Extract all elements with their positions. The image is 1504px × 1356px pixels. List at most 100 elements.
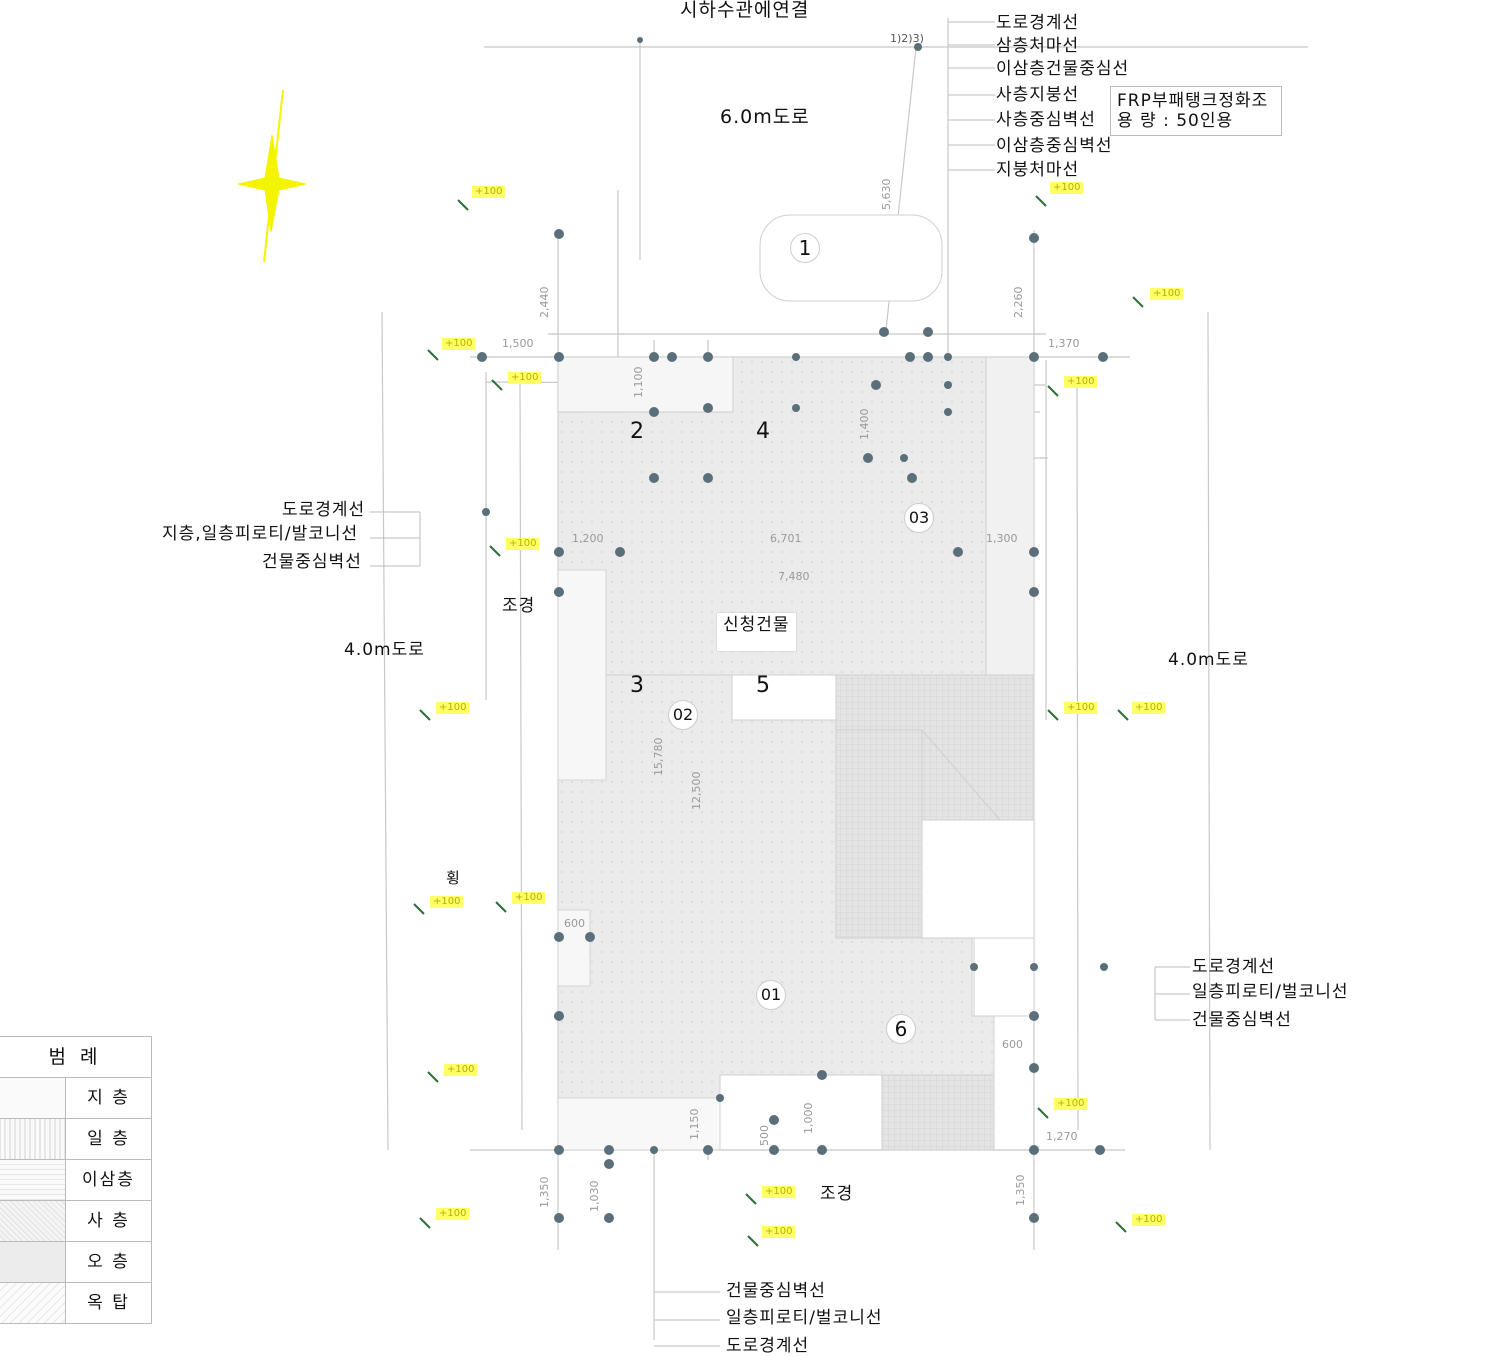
dimension-text: 500 <box>758 1125 771 1146</box>
legend-swatch <box>0 1283 66 1323</box>
dimension-text: 1,000 <box>802 1102 815 1135</box>
dimension-text: 2,440 <box>538 286 551 319</box>
dimension-text: 1,370 <box>1048 337 1080 350</box>
legend-swatch <box>0 1201 66 1241</box>
right-top-label: 이삼층건물중심선 <box>996 59 1130 79</box>
dimension-text: 1,350 <box>538 1176 551 1209</box>
road-6m-label: 6.0m도로 <box>720 106 810 128</box>
right-bottom-label: 건물중심벽선 <box>1192 1010 1292 1030</box>
dimension-text: 12,500 <box>690 771 703 811</box>
right-bottom-label: 도로경계선 <box>1192 957 1276 977</box>
right-top-label: 사층중심벽선 <box>996 110 1096 130</box>
legend-swatch <box>0 1242 66 1282</box>
bottom-label: 도로경계선 <box>726 1336 810 1356</box>
zone-marker-1: 1 <box>790 233 820 263</box>
zone-marker-4: 4 <box>756 419 771 444</box>
legend-row: 이삼층 <box>0 1160 151 1201</box>
legend-table: 범 례 지 층 일 층 이삼층 사 층 오 층 옥 탑 <box>0 1036 152 1324</box>
elevation-tag: +100 <box>762 1186 796 1198</box>
legend-label: 지 층 <box>87 1088 130 1108</box>
elevation-tag: +100 <box>444 1064 478 1076</box>
legend-label: 오 층 <box>87 1252 130 1272</box>
reference-numbers: 1)2)3) <box>890 32 924 45</box>
elevation-tag: +100 <box>508 372 542 384</box>
legend-title: 범 례 <box>0 1037 151 1078</box>
legend-row: 옥 탑 <box>0 1283 151 1323</box>
elevation-tag: +100 <box>762 1226 796 1238</box>
right-top-label: 삼층처마선 <box>996 36 1080 56</box>
legend-label: 사 층 <box>87 1211 130 1231</box>
right-top-label: 이삼층중심벽선 <box>996 136 1113 156</box>
elevation-tag: +100 <box>1064 702 1098 714</box>
grid-points <box>477 37 1108 1223</box>
elevation-tag: +100 <box>1132 702 1166 714</box>
dimension-text: 1,500 <box>502 337 534 350</box>
subzone-02: 02 <box>668 700 698 730</box>
road-4m-right-label: 4.0m도로 <box>1168 650 1249 670</box>
zone-marker-5: 5 <box>756 673 771 698</box>
septic-tank-spec-box: FRP부패탱크정화조 용 량 : 50인용 <box>1110 86 1282 136</box>
landscape-left-label: 조경 <box>502 596 536 616</box>
bottom-label: 건물중심벽선 <box>726 1281 826 1301</box>
left-label: 건물중심벽선 <box>262 552 362 572</box>
dimension-text: 15,780 <box>652 737 665 777</box>
septic-tank-type: FRP부패탱크정화조 <box>1117 91 1269 111</box>
dimension-text: 1,400 <box>858 408 871 441</box>
zone-marker-6: 6 <box>886 1014 916 1044</box>
elevation-tag: +100 <box>472 186 506 198</box>
elevation-tag: +100 <box>430 896 464 908</box>
dimension-text: 600 <box>564 917 585 930</box>
dimension-text: 1,200 <box>572 532 604 545</box>
legend-label: 옥 탑 <box>87 1293 130 1313</box>
elevation-tag: +100 <box>436 702 470 714</box>
legend-row: 일 층 <box>0 1119 151 1160</box>
sewer-connection-label: 시하수관에연결 <box>680 0 810 21</box>
elevation-tag: +100 <box>442 338 476 350</box>
dimension-text: 1,350 <box>1014 1174 1027 1207</box>
applied-building-label: 신청건물 <box>716 612 797 652</box>
leader-lines <box>370 21 1190 1347</box>
left-label: 지층,일층피로티/발코니선 <box>162 524 359 544</box>
elevation-tag: +100 <box>1050 182 1084 194</box>
legend-row: 지 층 <box>0 1078 151 1119</box>
dimension-text: 5,630 <box>880 178 893 211</box>
right-top-label: 지붕처마선 <box>996 160 1080 180</box>
dimension-text: 6,701 <box>770 532 802 545</box>
dimension-text: 7,480 <box>778 570 810 583</box>
legend-swatch <box>0 1160 66 1200</box>
septic-tank-capacity: 용 량 : 50인용 <box>1117 111 1234 131</box>
dimension-text: 600 <box>1002 1038 1023 1051</box>
subzone-03: 03 <box>904 503 934 533</box>
landscape-bottom-label: 조경 <box>820 1184 854 1204</box>
building-footprint <box>557 356 1035 1151</box>
subzone-01: 01 <box>756 980 786 1010</box>
legend-row: 사 층 <box>0 1201 151 1242</box>
north-arrow-icon <box>237 89 307 263</box>
legend-swatch <box>0 1078 66 1118</box>
left-label: 도로경계선 <box>282 500 366 520</box>
road-4m-left-label: 4.0m도로 <box>344 640 425 660</box>
elevation-tag: +100 <box>1054 1098 1088 1110</box>
right-bottom-label: 일층피로티/벌코니선 <box>1192 982 1349 1002</box>
elevation-tag: +100 <box>512 892 546 904</box>
dimension-text: 1,150 <box>688 1108 701 1141</box>
dimension-text: 1,030 <box>588 1180 601 1213</box>
legend-row: 오 층 <box>0 1242 151 1283</box>
elevation-tag: +100 <box>506 538 540 550</box>
dimension-text: 2,260 <box>1012 286 1025 319</box>
bottom-label: 일층피로티/벌코니선 <box>726 1308 883 1328</box>
legend-swatch <box>0 1119 66 1159</box>
legend-label: 이삼층 <box>82 1170 135 1190</box>
zone-marker-3: 3 <box>630 673 645 698</box>
dimension-text: 1,270 <box>1046 1130 1078 1143</box>
septic-tank-outline <box>759 214 943 302</box>
elevation-tag: +100 <box>436 1208 470 1220</box>
right-top-label: 사층지붕선 <box>996 85 1080 105</box>
elevation-tag: +100 <box>1150 288 1184 300</box>
elevation-tag: +100 <box>1132 1214 1166 1226</box>
legend-label: 일 층 <box>87 1129 130 1149</box>
inlet-label: 횡 <box>446 869 461 887</box>
dimension-text: 1,300 <box>986 532 1018 545</box>
zone-marker-2: 2 <box>630 419 645 444</box>
